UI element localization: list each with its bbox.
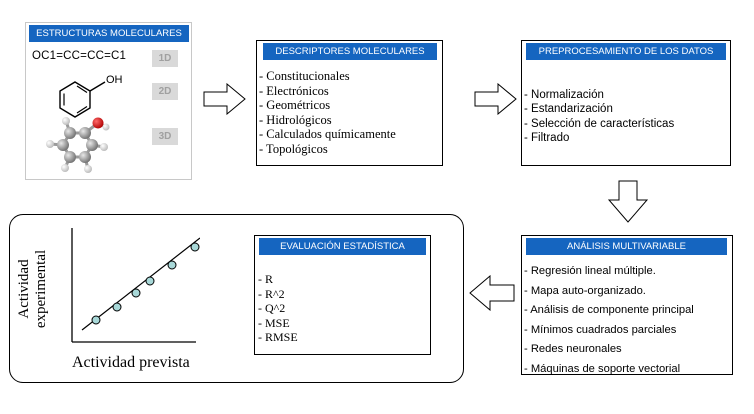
data-point: [190, 242, 200, 252]
multivariate-list: - Regresión lineal múltiple. - Mapa auto…: [524, 262, 694, 380]
descriptors-header: DESCRIPTORES MOLECULARES: [263, 43, 437, 60]
multivariate-item: - Redes neuronales: [524, 343, 622, 356]
dim-label-1d: 1D: [152, 50, 178, 67]
y-axis-label: Actividad experimental: [16, 229, 50, 349]
y-axis-label-line2: experimental: [33, 249, 49, 329]
evaluation-list: - R - R^2 - Q^2 - MSE - RMSE: [258, 272, 298, 345]
data-point: [112, 302, 122, 312]
y-axis-label-line1: Actividad: [16, 259, 32, 319]
data-point: [131, 288, 141, 298]
multivariate-header: ANÁLISIS MULTIVARIABLE: [526, 238, 727, 255]
phenol-3d-model: [46, 117, 110, 173]
descriptor-item: - Hidrológicos: [259, 112, 332, 127]
preprocessing-header: PREPROCESAMIENTO DE LOS DATOS: [526, 43, 726, 60]
preprocessing-item: - Normalización: [524, 89, 604, 101]
dim-label-3d: 3D: [152, 128, 178, 145]
oh-label: OH: [106, 74, 123, 86]
descriptor-item: - Geométricos: [259, 98, 331, 113]
arrow-right-2: [474, 83, 517, 115]
descriptor-item: - Calculados químicamente: [259, 127, 396, 142]
arrow-left: [469, 275, 515, 311]
data-point: [167, 260, 177, 270]
data-point: [91, 315, 101, 325]
arrow-right-1: [203, 83, 246, 115]
structures-header: ESTRUCTURAS MOLECULARES: [29, 25, 189, 42]
multivariate-item: - Mapa auto-organizado.: [524, 284, 646, 297]
evaluation-header: EVALUACIÓN ESTADÍSTICA: [259, 238, 426, 255]
multivariate-item: - Análisis de componente principal: [524, 304, 694, 317]
evaluation-box: [254, 235, 431, 355]
preprocessing-item: - Estandarización: [524, 103, 613, 116]
preprocessing-box: [521, 40, 731, 166]
preprocessing-item: - Selección de características: [524, 117, 675, 130]
smiles-string: OC1=CC=CC=C1: [32, 50, 127, 62]
preprocessing-item: - Filtrado: [524, 132, 570, 145]
x-axis-label: Actividad prevista: [72, 354, 190, 371]
descriptor-item: - Constitucionales: [259, 69, 350, 83]
dim-label-2d: 2D: [152, 83, 178, 100]
multivariate-box: [521, 235, 733, 375]
evaluation-item: - R: [258, 272, 273, 286]
multivariate-item: - Regresión lineal múltiple.: [524, 265, 656, 277]
descriptors-list: - Constitucionales - Electrónicos - Geom…: [259, 69, 396, 157]
preprocessing-list: - Normalización - Estandarización - Sele…: [524, 88, 674, 146]
evaluation-item: - R^2: [258, 286, 285, 301]
arrow-down: [607, 180, 649, 223]
multivariate-item: - Máquinas de soporte vectorial: [524, 362, 681, 375]
evaluation-item: - RMSE: [258, 330, 298, 344]
structures-panel: [25, 22, 192, 180]
multivariate-item: - Mínimos cuadrados parciales: [524, 323, 677, 336]
descriptor-item: - Topológicos: [259, 141, 328, 156]
evaluation-item: - Q^2: [258, 301, 286, 315]
trend-line: [81, 237, 200, 331]
descriptors-box: [256, 40, 443, 166]
activity-scatter-plot: [71, 228, 200, 343]
evaluation-item: - MSE: [258, 315, 290, 330]
descriptor-item: - Electrónicos: [259, 83, 329, 98]
data-point: [145, 276, 155, 286]
phenol-2d-structure: [59, 81, 106, 118]
